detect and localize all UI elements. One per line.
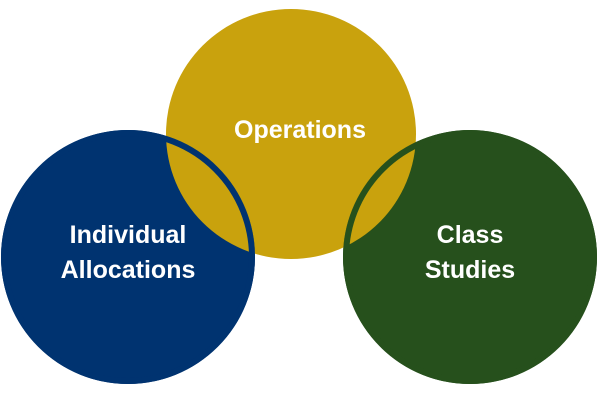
class-studies-circle bbox=[343, 130, 597, 384]
operations-label: Operations bbox=[234, 116, 366, 144]
class-studies-label-line1: Class bbox=[437, 221, 504, 249]
individual-allocations-label-line2: Allocations bbox=[61, 256, 196, 284]
operations-overlap-left bbox=[166, 130, 255, 259]
class-studies-label-line2: Studies bbox=[425, 256, 515, 284]
individual-allocations-label-line1: Individual bbox=[70, 221, 187, 249]
individual-allocations-rim bbox=[1, 130, 255, 384]
class-studies-rim bbox=[343, 130, 597, 384]
